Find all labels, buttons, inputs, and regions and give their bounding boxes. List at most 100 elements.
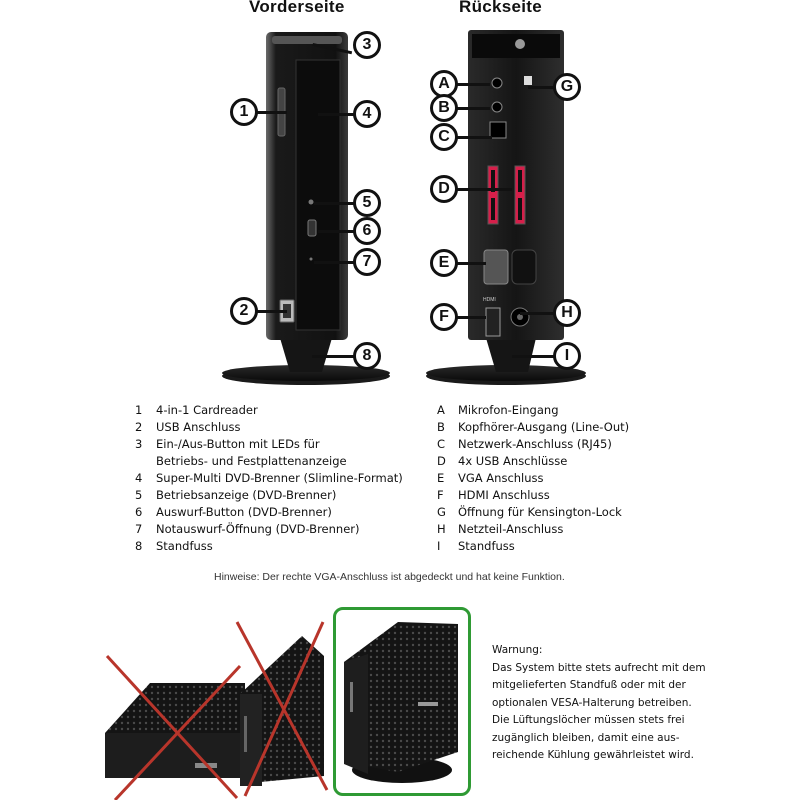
legend-key: A [437,403,445,417]
legend-text: Öffnung für Kensington-Lock [458,505,622,519]
leader-2 [257,310,287,313]
legend-row: Betriebs- und Festplattenanzeige [135,453,403,470]
legend-key: 6 [135,505,143,519]
cross-line-3 [235,621,329,791]
legend-row: 8 Standfuss [135,538,403,555]
legend-key: G [437,505,446,519]
callout-8: 8 [353,342,381,370]
callout-7: 7 [353,248,381,276]
warning-line: zugänglich bleiben, damit eine aus- [492,731,680,744]
callout-c: C [430,123,458,151]
legend-row: A Mikrofon-Eingang [437,402,629,419]
callout-4: 4 [353,100,381,128]
legend-text: Betriebsanzeige (DVD-Brenner) [156,488,337,502]
legend-text: 4x USB Anschlüsse [458,454,568,468]
legend-row: F HDMI Anschluss [437,487,629,504]
cross-line-4 [243,621,325,797]
heading-front: Vorderseite [249,0,345,16]
cross-line-1 [105,654,239,800]
legend-text: Super-Multi DVD-Brenner (Slimline-Format… [156,471,403,485]
warning-line: mitgelieferten Standfuß oder mit der [492,679,686,691]
callout-f: F [430,303,458,331]
legend-row: E VGA Anschluss [437,470,629,487]
legend-row: I Standfuss [437,538,629,555]
leader-h [520,312,554,315]
legend-text: Ein-/Aus-Button mit LEDs für [156,437,320,451]
legend-text: Standfuss [156,539,213,553]
callout-5: 5 [353,189,381,217]
legend-row: 1 4-in-1 Cardreader [135,402,403,419]
legend-key: E [437,471,445,485]
legend-text: VGA Anschluss [458,471,544,485]
cross-line-2 [113,664,242,800]
legend-row: 6 Auswurf-Button (DVD-Brenner) [135,504,403,521]
warning-box: Warnung: Das System bitte stets aufrecht… [492,642,732,765]
legend-key: C [437,437,446,451]
legend-text: USB Anschluss [156,420,241,434]
leader-4 [318,113,354,116]
legend-key: 7 [135,522,143,536]
hdmi-port-label: HDMI [483,297,496,303]
callout-6: 6 [353,217,381,245]
legend-text: Netzteil-Anschluss [458,522,564,536]
legend-key: 5 [135,488,143,502]
callout-d: D [430,175,458,203]
legend-text: Auswurf-Button (DVD-Brenner) [156,505,332,519]
legend-front: 1 4-in-1 Cardreader 2 USB Anschluss 3 Ein-/Au… [135,402,403,555]
leader-8 [312,355,354,358]
leader-5 [314,202,354,205]
legend-row: D 4x USB Anschlüsse [437,453,629,470]
cross-marks [105,621,329,800]
warning-line: Die Lüftungslöcher müssen stets frei [492,714,685,726]
photo-correct-upright [344,622,458,783]
legend-row: H Netzteil-Anschluss [437,521,629,538]
legend-text: HDMI Anschluss [458,488,550,502]
callout-g: G [553,73,581,101]
hint-text: Hinweise: Der rechte VGA-Anschluss ist a… [214,571,565,583]
leader-f [456,316,486,319]
legend-text: Betriebs- und Festplattenanzeige [156,454,347,468]
legend-key: F [437,488,444,502]
leader-e [456,262,486,265]
legend-row: C Netzwerk-Anschluss (RJ45) [437,436,629,453]
callout-i: I [553,342,581,370]
legend-key: H [437,522,446,536]
callout-e: E [430,249,458,277]
warning-line: optionalen VESA-Halterung betreiben. [492,696,692,709]
device-back-view [426,30,586,385]
leader-c [456,136,492,139]
legend-row: 3 Ein-/Aus-Button mit LEDs für [135,436,403,453]
legend-text: Netzwerk-Anschluss (RJ45) [458,437,612,451]
leader-6 [318,230,354,233]
warning-line: reichende Kühlung gewährleistet wird. [492,749,694,761]
legend-row: G Öffnung für Kensington-Lock [437,504,629,521]
legend-key: 2 [135,420,143,434]
leader-7 [314,261,354,264]
callout-2: 2 [230,297,258,325]
legend-key: I [437,539,441,553]
legend-key: 3 [135,437,143,451]
legend-text: 4-in-1 Cardreader [156,403,258,417]
legend-key: 1 [135,403,143,417]
legend-text: Kopfhörer-Ausgang (Line-Out) [458,420,630,434]
leader-i [512,355,554,358]
legend-text: Standfuss [458,539,515,553]
warning-line: Das System bitte stets aufrecht mit dem [492,661,706,674]
legend-row: 2 USB Anschluss [135,419,403,436]
leader-1 [257,111,287,114]
leader-a [456,83,490,86]
legend-key [135,453,156,470]
legend-key: 8 [135,539,143,553]
leader-d [456,188,512,191]
leader-g [528,86,556,89]
legend-text: Mikrofon-Eingang [458,403,559,417]
heading-back: Rückseite [459,0,543,16]
legend-key: D [437,454,446,468]
legend-row: 5 Betriebsanzeige (DVD-Brenner) [135,487,403,504]
callout-h: H [553,299,581,327]
legend-text: Notauswurf-Öffnung (DVD-Brenner) [156,522,360,536]
warning-title: Warnung: [492,644,543,656]
